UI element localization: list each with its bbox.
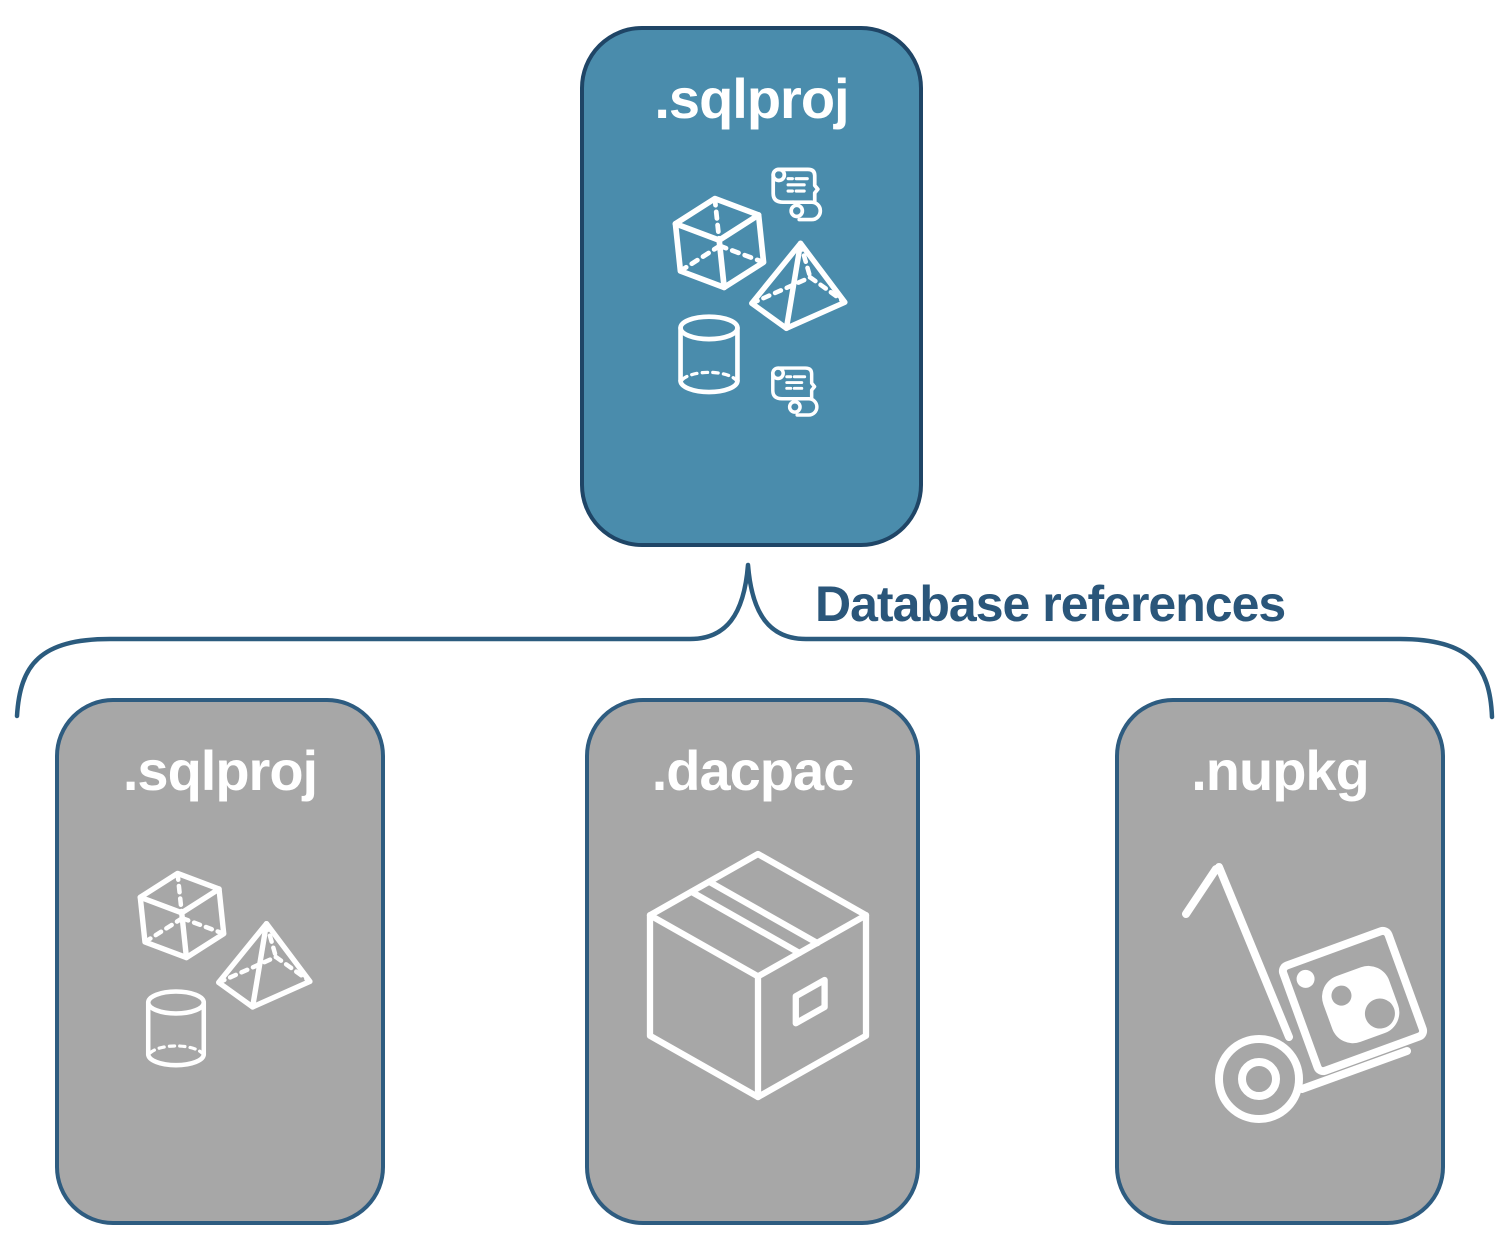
root-card-title: .sqlproj	[654, 67, 849, 130]
pyramid-icon	[744, 236, 852, 336]
root-card-sqlproj: .sqlproj	[580, 26, 923, 547]
cylinder-icon	[674, 312, 744, 398]
nuget-dolly-icon	[1164, 852, 1464, 1152]
child-card-sqlproj: .sqlproj	[55, 698, 385, 1225]
scroll-icon	[767, 165, 829, 227]
package-box-icon	[641, 844, 875, 1116]
cylinder-icon	[142, 987, 210, 1071]
child-card-title: .sqlproj	[122, 739, 318, 802]
child-card-dacpac: .dacpac	[585, 698, 920, 1225]
connector-label: Database references	[815, 576, 1286, 632]
pyramid-icon	[211, 917, 317, 1014]
brace-connector	[14, 562, 1495, 720]
child-card-nupkg: .nupkg	[1115, 698, 1445, 1225]
child-card-title: .nupkg	[1191, 739, 1370, 802]
child-card-title: .dacpac	[651, 739, 855, 802]
scroll-icon	[767, 364, 825, 422]
